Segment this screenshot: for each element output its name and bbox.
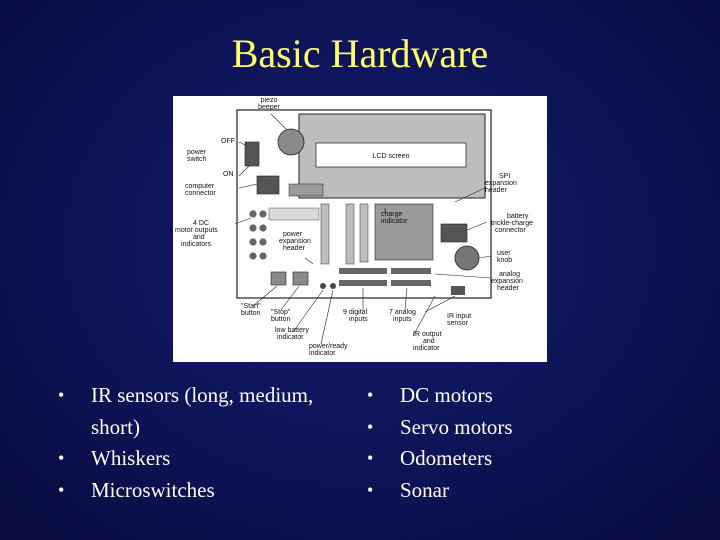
motor-outputs [249,210,267,260]
computer-connector [256,175,280,195]
ir-input-sensor [451,286,465,295]
list-item: Sonar [367,475,667,507]
chip-area [374,203,434,261]
label-dc-outputs-3: indicators [181,241,211,248]
label-charge-0: charge [381,211,403,218]
label-low-battery-0: low battery [275,327,309,334]
label-user-knob-0: user [497,250,511,257]
label-battery-2: connector [495,227,526,234]
battery-connector [440,223,468,243]
board-diagram-svg: piezo beeper OFF power switch ON compute… [175,97,533,357]
label-analog-in-1: inputs [393,316,412,323]
list-item: Odometers [367,443,667,475]
user-knob [454,245,480,271]
label-spi-0: SPI [499,173,510,180]
list-item: Servo motors [367,412,667,444]
label-user-knob-1: knob [497,257,512,264]
slide-title: Basic Hardware [231,31,489,76]
low-battery-led [320,283,326,289]
label-on: ON [223,171,234,178]
power-expansion-block [268,207,320,221]
lcd-screen [315,142,467,168]
label-ir-output-2: indicator [413,345,440,352]
label-spi-1: expansion [485,180,517,187]
label-power-ready-1: indicator [309,350,336,357]
label-lcd-screen: LCD screen [373,153,410,160]
right-bullet-list: DC motors Servo motors Odometers Sonar [367,380,667,506]
label-stop-0: "Stop" [271,309,291,316]
label-analog-exp-0: analog [499,271,520,278]
expansion-strip-3 [359,203,369,263]
label-start-1: button [241,310,261,317]
label-power-exp-2: header [283,245,305,252]
leader-lines [234,113,492,345]
label-power-exp-1: expansion [279,238,311,245]
label-power-switch-1: switch [187,156,207,163]
label-dc-outputs-2: and [193,234,205,241]
power-ready-led [330,283,336,289]
label-battery-0: battery [507,213,529,220]
label-ir-input-1: sensor [447,320,469,327]
label-power-ready-0: power/ready [309,343,348,350]
digital-inputs-row-1 [339,268,387,274]
label-computer-connector-1: connector [185,190,216,197]
left-bullet-list: IR sensors (long, medium, short) Whisker… [58,380,358,506]
label-off: OFF [221,138,235,145]
label-stop-1: button [271,316,291,323]
power-switch [244,141,260,167]
start-button [270,271,287,286]
label-low-battery-1: indicator [277,334,304,341]
list-item: Whiskers [58,443,358,475]
label-power-switch-0: power [187,149,207,156]
label-computer-connector-0: computer [185,183,215,190]
label-start-0: "Start" [241,303,261,310]
label-piezo-1: beeper [258,104,280,111]
analog-inputs-row-1 [391,268,431,274]
board-diagram: piezo beeper OFF power switch ON compute… [173,96,547,362]
label-ir-output-1: and [423,338,435,345]
label-battery-1: trickle-charge [491,220,533,227]
piezo-beeper [277,128,305,156]
label-dc-outputs-0: 4 DC [193,220,209,227]
analog-inputs-row-2 [391,280,431,286]
expansion-strip-1 [320,203,330,265]
label-charge-1: indicator [381,218,408,225]
expansion-strip-2 [345,203,355,265]
label-ir-output-0: IR output [413,331,441,338]
list-item: DC motors [367,380,667,412]
label-analog-exp-2: header [497,285,519,292]
label-digital-1: inputs [349,316,368,323]
label-ir-input-0: IR input [447,313,471,320]
stop-button [292,271,309,286]
label-piezo-0: piezo [261,97,278,104]
header-strip [288,183,324,197]
label-analog-in-0: 7 analog [389,309,416,316]
label-power-exp-0: power [283,231,303,238]
list-item: Microswitches [58,475,358,507]
label-digital-0: 9 digital [343,309,368,316]
digital-inputs-row-2 [339,280,387,286]
label-spi-2: header [485,187,507,194]
list-item: IR sensors (long, medium, short) [58,380,358,443]
label-dc-outputs-1: motor outputs [175,227,218,234]
label-analog-exp-1: expansion [491,278,523,285]
